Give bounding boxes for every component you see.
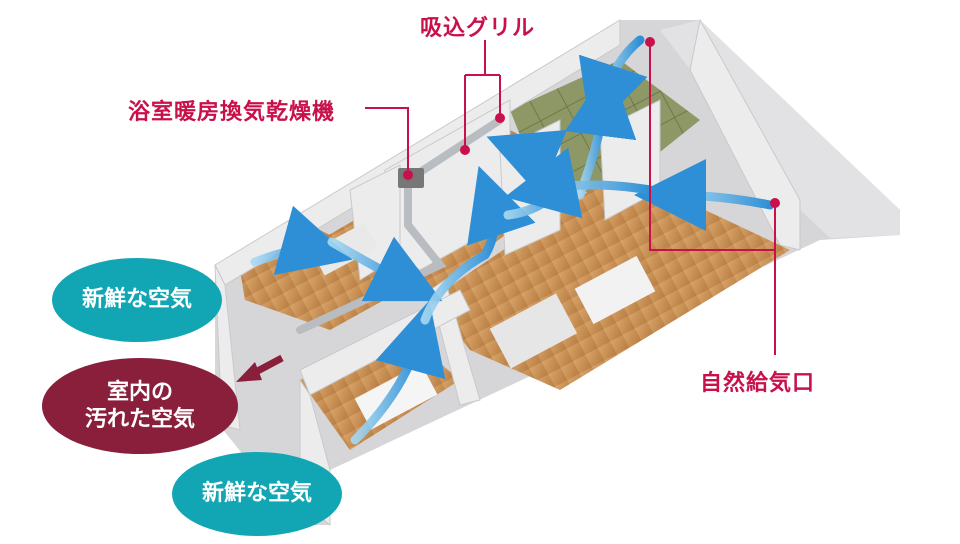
airflow-arrow-center-up xyxy=(420,165,536,325)
dot-intake-2 xyxy=(495,113,505,123)
leader-intake-grille xyxy=(464,40,501,150)
label-bathroom-dryer: 浴室暖房換気乾燥機 xyxy=(128,100,336,125)
leader-bathroom-dryer xyxy=(365,107,409,172)
dot-vent-top xyxy=(645,37,655,47)
airflow-arrow-living xyxy=(634,159,775,232)
dot-intake-1 xyxy=(460,145,470,155)
dining-table xyxy=(574,255,656,325)
marker-dots xyxy=(403,37,780,208)
airflow-arrows xyxy=(250,35,775,445)
kitchen-island xyxy=(489,293,578,369)
leader-lines xyxy=(365,40,776,355)
airflow-arrow-left-center xyxy=(327,236,443,302)
dot-dryer xyxy=(403,170,413,180)
bubble-dirty-air-line1: 室内の xyxy=(106,379,173,405)
dot-vent-right xyxy=(770,198,780,208)
airflow-arrow-living-left xyxy=(504,147,655,219)
exhaust-out-arrowhead xyxy=(236,362,262,382)
wall-right-outer xyxy=(689,18,801,251)
label-natural-vent: 自然給気口 xyxy=(700,371,816,396)
label-intake-grille: 吸込グリル xyxy=(420,16,536,41)
bubble-dirty-air-line2: 汚れた空気 xyxy=(84,407,195,432)
leader-natural-vent xyxy=(649,42,776,355)
airflow-arrow-left-room xyxy=(250,205,353,276)
bubble-dirty-air: 室内の 汚れた空気 xyxy=(42,358,238,454)
bubble-fresh-air-top: 新鮮な空気 xyxy=(52,258,222,342)
airflow-arrow-tatami-top xyxy=(578,35,648,135)
airflow-arrow-bottom-room xyxy=(350,300,446,445)
bubble-fresh-air-bottom: 新鮮な空気 xyxy=(172,452,342,536)
